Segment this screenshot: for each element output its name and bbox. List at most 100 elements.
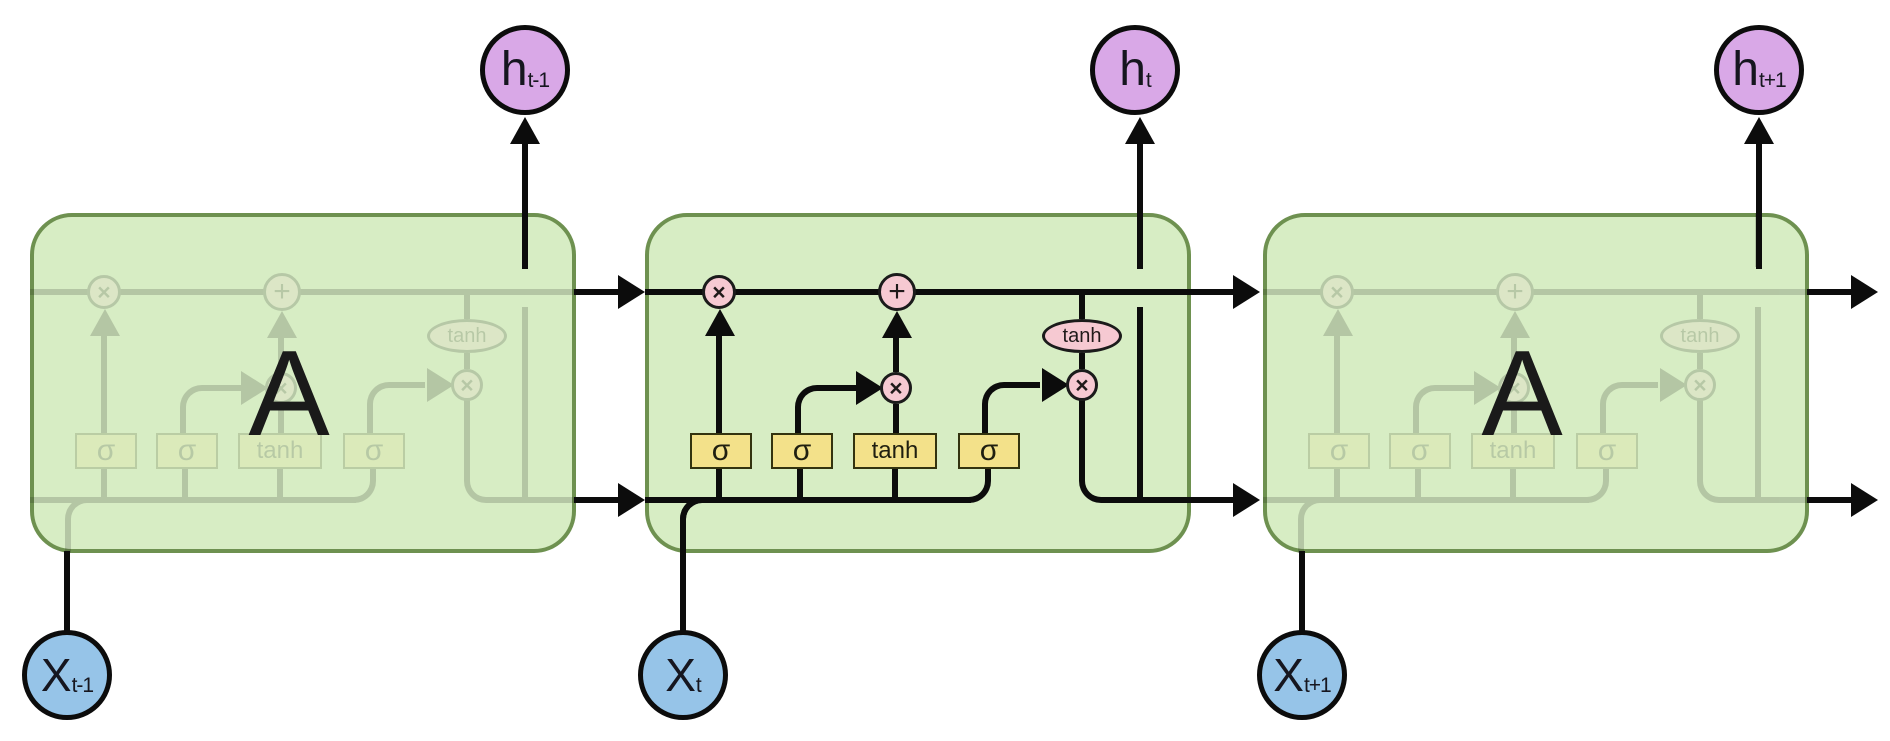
tanh-activation-label: tanh — [1680, 324, 1720, 347]
forget-gate-stub — [716, 469, 722, 503]
output-gate-output-curve — [1600, 382, 1658, 433]
input-x-line-curve — [1298, 497, 1344, 553]
hidden-line-curve-into-output-gate — [1583, 467, 1609, 503]
candidate-to-multiply-line — [893, 404, 899, 433]
input-gate-label: σ — [177, 434, 197, 467]
output-multiply-down-curve — [1697, 399, 1743, 503]
output-multiply-label: × — [460, 371, 474, 398]
input-multiply-op: × — [265, 372, 297, 404]
x-prev-input-line — [64, 551, 70, 632]
output-gate-sigma-box: σ — [958, 433, 1020, 469]
forget-gate-sigma-box: σ — [75, 433, 137, 469]
forget-multiply-label: × — [97, 278, 111, 305]
input-multiply-to-add-shaft — [893, 335, 899, 372]
forget-to-multiply-arrowhead-icon — [705, 309, 735, 336]
output-gate-sigma-box: σ — [343, 433, 405, 469]
hidden-state-input-line — [30, 497, 356, 503]
cell-state-line — [645, 289, 1191, 295]
input-gate-output-curve — [1413, 385, 1475, 433]
output-multiply-op: × — [1066, 369, 1098, 401]
output-gate-arrowhead-icon — [1660, 368, 1687, 402]
cellstate-exit-head-icon — [1851, 275, 1878, 309]
input-multiply-to-add-arrowhead-icon — [882, 311, 912, 338]
cell-state-line — [1263, 289, 1809, 295]
input-gate-label: σ — [1410, 434, 1430, 467]
forget-multiply-op: × — [1320, 275, 1354, 309]
output-multiply-label: × — [1693, 371, 1707, 398]
forget-to-multiply-shaft — [716, 333, 722, 433]
input-multiply-to-add-arrowhead-icon — [267, 311, 297, 338]
output-multiply-down-curve — [464, 399, 510, 503]
input-multiply-to-add-arrowhead-icon — [1500, 311, 1530, 338]
forget-multiply-op: × — [87, 275, 121, 309]
output-gate-arrowhead-icon — [1042, 368, 1069, 402]
x-next-input-line — [1299, 551, 1305, 632]
output-gate-label: σ — [1597, 434, 1617, 467]
input-gate-stub — [182, 469, 188, 503]
hidden-line-curve-into-output-gate — [350, 467, 376, 503]
hidden-arrow2-shaft — [1189, 497, 1233, 503]
x-next-subscript: t+1 — [1303, 674, 1332, 697]
h-prev-label: h — [500, 43, 528, 96]
x-prev-subscript: t-1 — [71, 674, 94, 697]
input-x-line-curve — [65, 497, 111, 553]
forget-gate-label: σ — [1329, 434, 1349, 467]
x-prev-label: X — [40, 649, 72, 701]
output-multiply-op: × — [451, 369, 483, 401]
tanh-to-output-multiply-line — [1079, 353, 1085, 369]
x-t-label: X — [665, 649, 696, 701]
input-gate-arrowhead-icon — [856, 371, 883, 405]
output-gate-sigma-box: σ — [1576, 433, 1638, 469]
forget-multiply-label: × — [1330, 278, 1344, 305]
input-gate-arrowhead-icon — [241, 371, 268, 405]
forget-gate-label: σ — [96, 434, 116, 467]
h-prev-subscript: t-1 — [527, 69, 550, 92]
candidate-gate-label: tanh — [1489, 437, 1537, 464]
cellstate-to-tanh-line — [464, 295, 470, 319]
forget-gate-sigma-box: σ — [1308, 433, 1370, 469]
cell-internals-faded: tanh × + × × σ σ tanh σ — [1263, 213, 1809, 553]
output-multiply-op: × — [1684, 369, 1716, 401]
x-t-subscript: t — [695, 674, 702, 697]
candidate-to-multiply-line — [278, 404, 284, 433]
input-gate-output-curve — [795, 385, 857, 433]
h-t-arrow-shaft — [1137, 141, 1143, 269]
cellstate-exit-shaft — [1807, 289, 1851, 295]
candidate-tanh-box: tanh — [853, 433, 937, 469]
tanh-activation-label: tanh — [447, 324, 487, 347]
input-gate-sigma-box: σ — [156, 433, 218, 469]
forget-to-multiply-arrowhead-icon — [1323, 309, 1353, 336]
cell-label-a: A — [1481, 325, 1563, 461]
input-multiply-op: × — [880, 372, 912, 404]
hidden-output-branch-lower — [522, 307, 528, 503]
hidden-exit-shaft — [1807, 497, 1851, 503]
forget-gate-stub — [101, 469, 107, 503]
candidate-tanh-box: tanh — [238, 433, 322, 469]
input-gate-label: σ — [792, 434, 812, 467]
input-gate-stub — [797, 469, 803, 503]
cellstate-to-tanh-line — [1079, 295, 1085, 319]
cell-add-op: + — [1496, 273, 1534, 311]
tanh-activation-op: tanh — [1042, 319, 1122, 353]
input-gate-sigma-box: σ — [771, 433, 833, 469]
forget-multiply-label: × — [712, 278, 726, 305]
hidden-output-branch-lower — [1137, 307, 1143, 503]
h-next-label: h — [1732, 43, 1759, 96]
cellstate-arrow1-head-icon — [618, 275, 645, 309]
forget-gate-stub — [1334, 469, 1340, 503]
cell-add-op: + — [878, 273, 916, 311]
forget-gate-sigma-box: σ — [690, 433, 752, 469]
cell-internals-faded: tanh × + × × σ σ tanh σ — [30, 213, 576, 553]
hidden-state-input-line — [1263, 497, 1589, 503]
cell-label-a: A — [248, 325, 330, 461]
tanh-activation-op: tanh — [427, 319, 507, 353]
hidden-exit-head-icon — [1851, 483, 1878, 517]
candidate-tanh-box: tanh — [1471, 433, 1555, 469]
input-gate-output-curve — [180, 385, 242, 433]
